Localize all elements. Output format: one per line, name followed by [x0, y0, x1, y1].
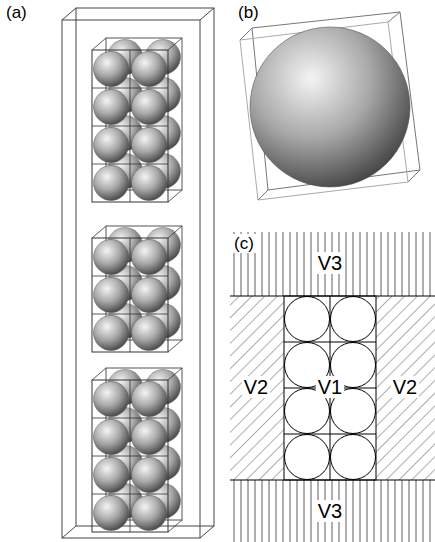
- cell-line: [130, 380, 131, 532]
- particle-circle: [331, 435, 376, 480]
- sphere: [94, 316, 129, 351]
- cell-line: [168, 38, 182, 50]
- sphere: [132, 240, 167, 275]
- particle-circle: [331, 297, 376, 342]
- panel-label: (b): [238, 4, 259, 21]
- panel-label: (c): [232, 234, 256, 253]
- sphere: [132, 316, 167, 351]
- sphere: [132, 128, 167, 163]
- cell-line: [168, 368, 182, 380]
- region-label: V3: [316, 252, 344, 274]
- cell-line: [168, 340, 182, 352]
- unit-cell: [240, 12, 420, 200]
- cell-line: [168, 520, 182, 532]
- sphere: [94, 240, 129, 275]
- sphere: [132, 496, 167, 531]
- sphere: [94, 52, 129, 87]
- simulation-box: [62, 8, 214, 538]
- cell-outline: [92, 238, 168, 352]
- sphere: [94, 382, 129, 417]
- sphere: [94, 278, 129, 313]
- sphere: [132, 166, 167, 201]
- panel-label: (a): [6, 4, 27, 21]
- cell-line: [92, 368, 106, 380]
- cell-outline: [92, 50, 168, 202]
- cell-line: [130, 238, 131, 352]
- cell-line: [168, 226, 182, 238]
- cell-line: [92, 226, 106, 238]
- sphere: [94, 458, 129, 493]
- cell-outline: [92, 380, 168, 532]
- sphere: [132, 382, 167, 417]
- region-label: V3: [316, 500, 344, 522]
- sphere: [132, 52, 167, 87]
- sphere: [94, 496, 129, 531]
- sphere: [132, 458, 167, 493]
- region-map: [230, 232, 435, 542]
- cell-line: [130, 50, 131, 202]
- sphere: [132, 90, 167, 125]
- sphere: [94, 128, 129, 163]
- particle-circle: [285, 435, 330, 480]
- sphere: [132, 278, 167, 313]
- sphere: [94, 420, 129, 455]
- region-label: V2: [391, 376, 419, 398]
- sphere-clusters: [92, 38, 182, 532]
- particle-circle: [285, 297, 330, 342]
- sphere: [132, 420, 167, 455]
- sphere: [250, 27, 410, 187]
- cell-line: [92, 38, 106, 50]
- region-label: V1: [316, 376, 344, 398]
- sphere: [94, 90, 129, 125]
- cell-line: [168, 190, 182, 202]
- region-label: V2: [242, 376, 270, 398]
- sphere: [94, 166, 129, 201]
